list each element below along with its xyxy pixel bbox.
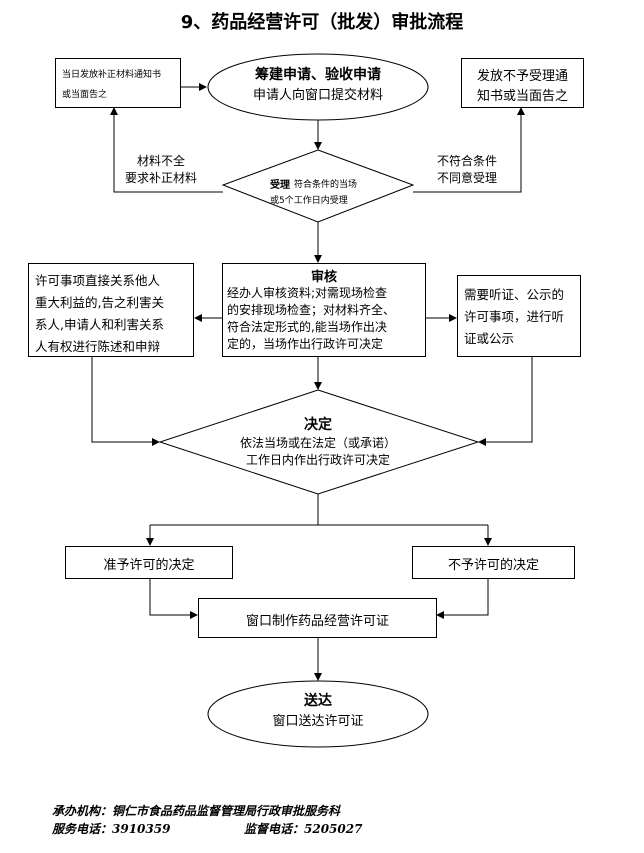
reject-notice-line1: 发放不予受理通 bbox=[476, 69, 568, 84]
deliver-ellipse bbox=[207, 680, 429, 748]
reject-notice-box: 发放不予受理通 知书或当面告之 bbox=[461, 58, 584, 108]
approve-box: 准予许可的决定 bbox=[65, 546, 233, 579]
decision-title: 决定 bbox=[304, 417, 332, 433]
interest-notice-line1: 许可事项直接关系他人 bbox=[35, 273, 161, 288]
approve-label: 准予许可的决定 bbox=[103, 558, 195, 573]
apply-subtitle: 申请人向窗口提交材料 bbox=[252, 88, 383, 103]
interest-notice-line4: 人有权进行陈述和申辩 bbox=[35, 339, 161, 354]
review-title: 审核 bbox=[310, 270, 337, 285]
incomplete-label-line2: 要求补正材料 bbox=[125, 171, 198, 185]
review-box: 审核 经办人审核资料;对需现场检查 的安排现场检查；对材料齐全、 符合法定形式的… bbox=[222, 263, 426, 357]
interest-notice-line3: 系人,申请人和利害关系 bbox=[35, 317, 164, 332]
supplement-notice-line1: 当日发放补正材料通知书 bbox=[62, 70, 162, 80]
deny-label: 不予许可的决定 bbox=[447, 558, 539, 573]
accept-title: 受理 bbox=[270, 180, 290, 191]
deny-box: 不予许可的决定 bbox=[412, 546, 575, 579]
nonconform-label-line2: 不同意受理 bbox=[437, 171, 498, 185]
hearing-line2: 许可事项，进行听 bbox=[464, 309, 565, 324]
deliver-subtitle: 窗口送达许可证 bbox=[272, 714, 364, 729]
review-line2: 的安排现场检查；对材料齐全、 bbox=[227, 303, 396, 317]
hearing-box: 需要听证、公示的 许可事项，进行听 证或公示 bbox=[457, 275, 581, 357]
supplement-notice-line2: 或当面告之 bbox=[62, 90, 108, 100]
hearing-line3: 证或公示 bbox=[464, 331, 515, 346]
footer-org: 承办机构：铜仁市食品药品监督管理局行政审批服务科 bbox=[52, 804, 341, 818]
supplement-notice-box: 当日发放补正材料通知书 或当面告之 bbox=[55, 58, 181, 108]
accept-line2: 或5个工作日内受理 bbox=[270, 196, 348, 206]
decision-line2: 工作日内作出行政许可决定 bbox=[245, 453, 390, 467]
make-cert-box: 窗口制作药品经营许可证 bbox=[198, 598, 437, 638]
footer-supervise-phone: 监督电话：5205027 bbox=[244, 822, 363, 836]
reject-notice-line2: 知书或当面告之 bbox=[476, 89, 568, 104]
interest-notice-box: 许可事项直接关系他人 重大利益的,告之利害关 系人,申请人和利害关系 人有权进行… bbox=[28, 263, 194, 357]
hearing-line1: 需要听证、公示的 bbox=[464, 287, 565, 302]
review-line1: 经办人审核资料;对需现场检查 bbox=[227, 286, 388, 300]
accept-line1: 符合条件的当场 bbox=[294, 180, 358, 190]
deliver-title: 送达 bbox=[304, 693, 332, 709]
nonconform-label-line1: 不符合条件 bbox=[437, 154, 498, 168]
make-cert-label: 窗口制作药品经营许可证 bbox=[245, 614, 389, 629]
interest-notice-line2: 重大利益的,告之利害关 bbox=[35, 295, 164, 310]
incomplete-label-line1: 材料不全 bbox=[137, 154, 186, 168]
page-title: 9、药品经营许可（批发）审批流程 bbox=[180, 12, 464, 33]
review-line3: 符合法定形式的,能当场作出决 bbox=[227, 320, 387, 334]
decision-line1: 依法当场或在法定（或承诺） bbox=[239, 436, 396, 450]
apply-title: 筹建申请、验收申请 bbox=[255, 67, 381, 83]
footer-service-phone: 服务电话：3910359 bbox=[52, 822, 171, 836]
review-line4: 定的，当场作出行政许可决定 bbox=[227, 337, 384, 351]
